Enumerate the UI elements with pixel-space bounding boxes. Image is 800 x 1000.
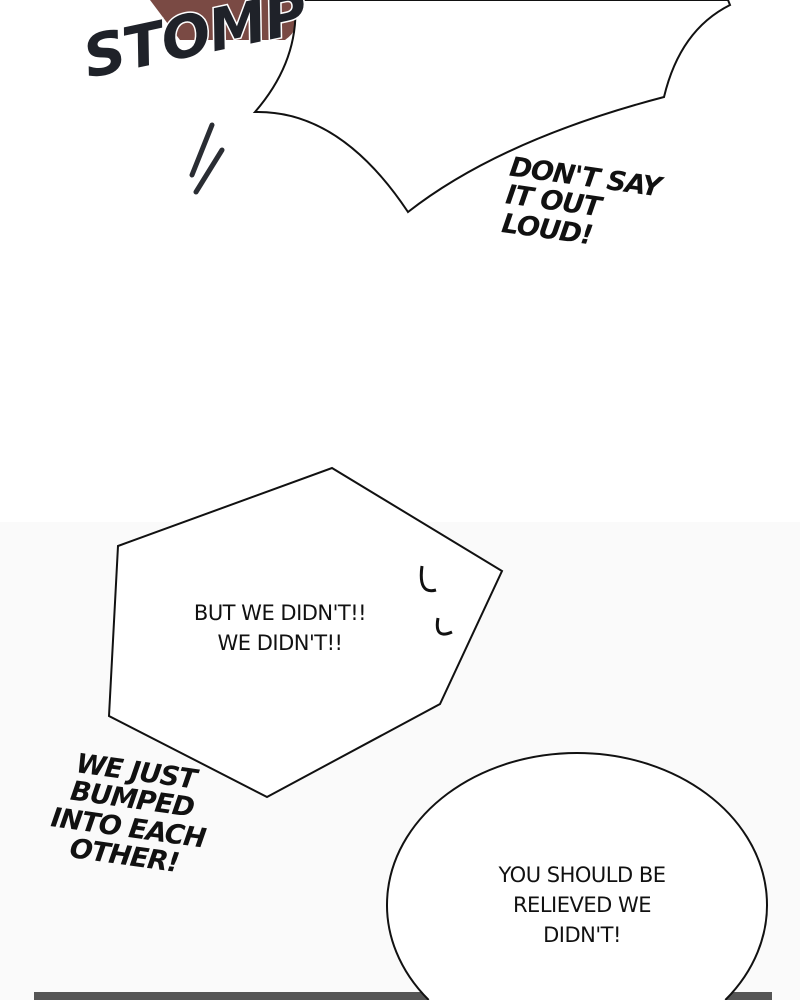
next-panel-edge xyxy=(34,992,772,1000)
dialogue-you-should-be-relieved: YOU SHOULD BE RELIEVED WE DIDN'T! xyxy=(498,863,667,947)
speech-bubble-pentagon xyxy=(107,466,504,799)
brick-wall xyxy=(150,0,305,40)
sweat-marks xyxy=(419,565,453,636)
dialogue-but-we-didnt: BUT WE DIDN'T!! WE DIDN'T!! xyxy=(193,601,367,655)
motion-lines xyxy=(189,122,225,195)
speech-bubble-oval-fill xyxy=(387,752,768,1000)
speech-bubble-top xyxy=(252,0,732,214)
speech-bubble-oval xyxy=(386,752,768,1000)
